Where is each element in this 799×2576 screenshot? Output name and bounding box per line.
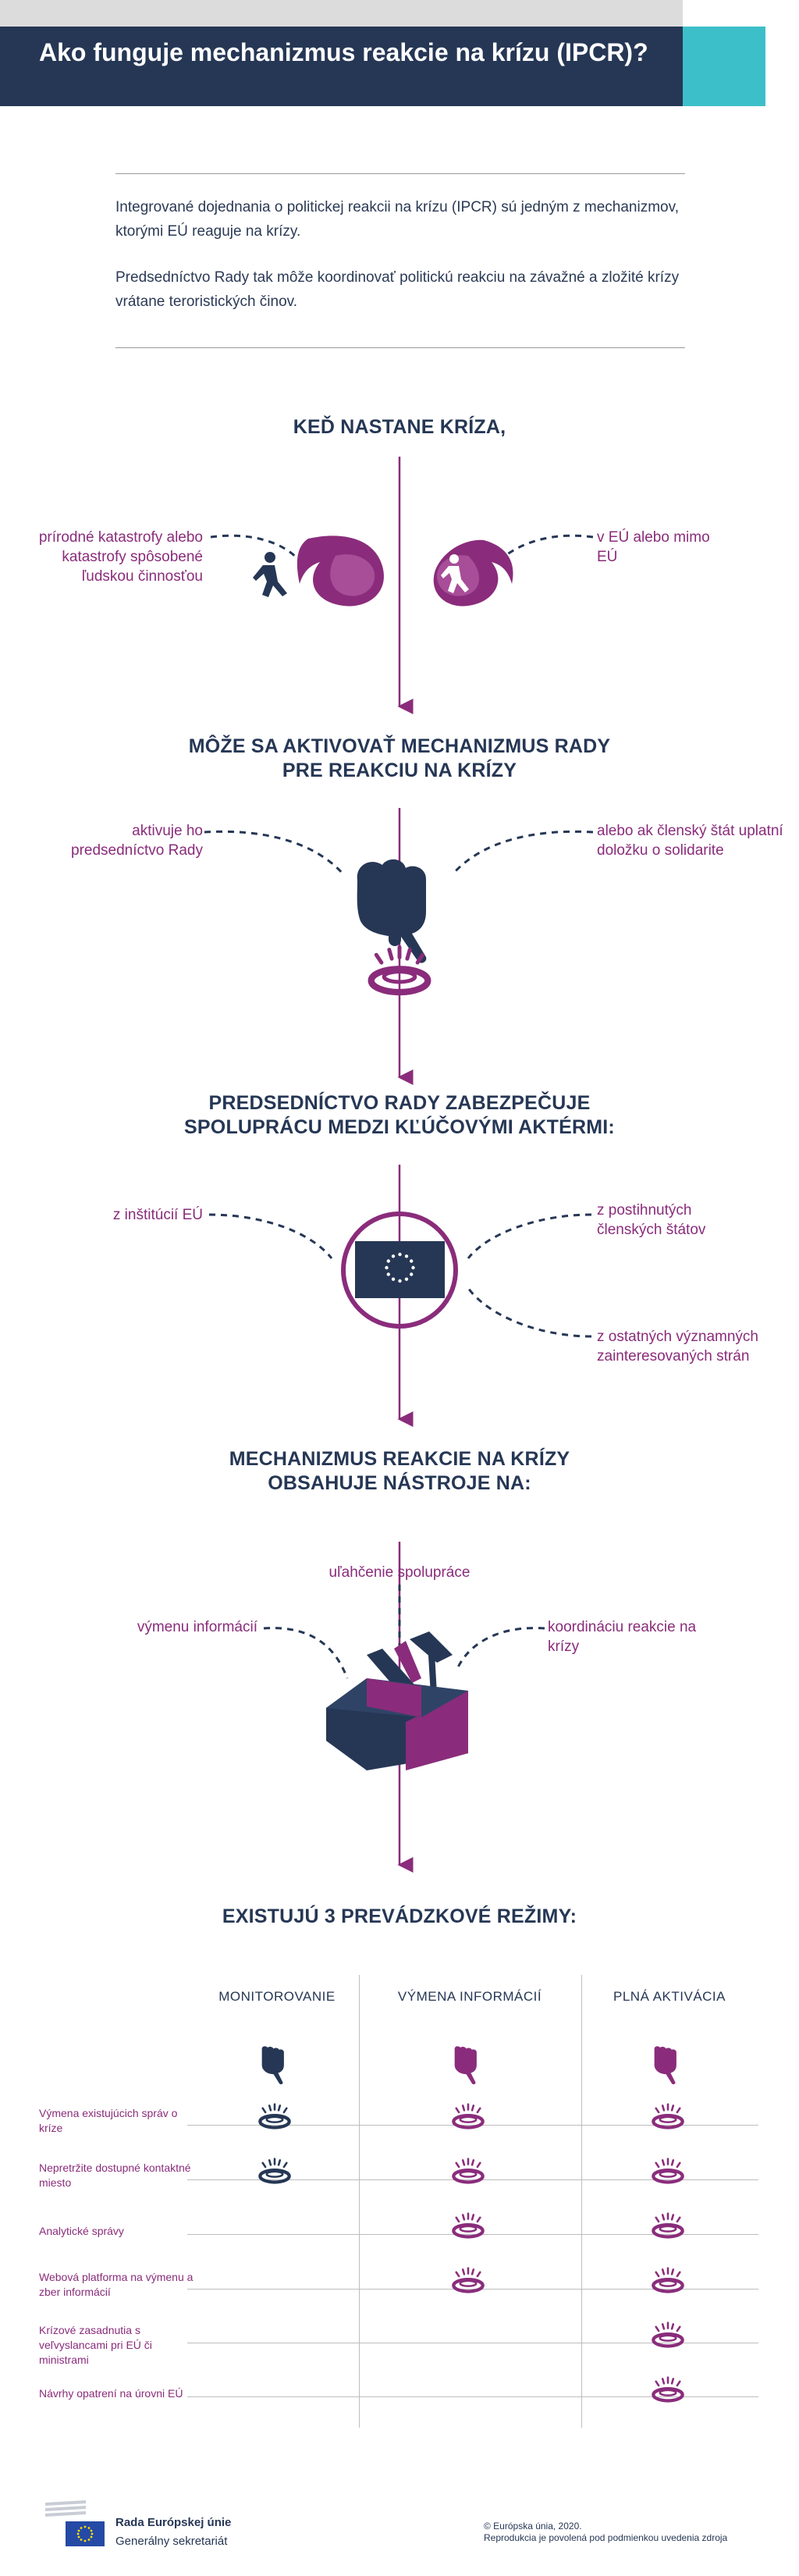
section-3-right-top-label: z postihnutých členských štátov (597, 1202, 706, 1238)
connector-coordination (455, 1627, 545, 1671)
section-4-heading-text: MECHANIZMUS REAKCIE NA KRÍZY OBSAHUJE NÁ… (229, 1448, 570, 1494)
footer-organization: Rada Európskej únie (115, 2516, 232, 2529)
mode-row-line-2 (187, 2179, 758, 2180)
section-2-right-label: alebo ak členský štát uplatní doložku o … (597, 823, 783, 859)
eu-flag-icon (355, 1241, 445, 1298)
mode-column-header-monitoring: MONITOROVANIE (218, 1989, 336, 2004)
section-3-right-bottom-label: z ostatných významných zainteresovaných … (597, 1329, 758, 1364)
mode-column-header-info-exchange: VÝMENA INFORMÁCIÍ (397, 1989, 542, 2004)
section-4-right-label: koordináciu reakcie na krízy (548, 1619, 697, 1655)
intro-top-rule (115, 173, 685, 174)
header-accent (683, 27, 765, 106)
eu-flag-stars (385, 1252, 415, 1283)
section-2-heading-text: MÔŽE SA AKTIVOVAŤ MECHANIZMUS RADY PRE R… (188, 735, 611, 781)
footer-subtitle: Generálny sekretariát (115, 2535, 228, 2548)
section-5-heading: EXISTUJÚ 3 PREVÁDZKOVÉ REŽIMY: (222, 1905, 577, 1927)
intro-paragraph-2: Predsedníctvo Rady tak môže koordinovať … (115, 269, 680, 310)
section-1-heading: KEĎ NASTANE KRÍZA, (293, 416, 506, 438)
mode-column-header-full-activation: PLNÁ AKTIVÁCIA (613, 1989, 726, 2004)
mode-mark-button-icon (453, 2105, 482, 2128)
mode-row-label-6: Návrhy opatrení na úrovni EÚ (39, 2387, 183, 2400)
connector-information (263, 1627, 349, 1679)
toolbox-icon (326, 1631, 468, 1770)
cooperation-circle (341, 1212, 458, 1329)
mode-row-label-1: Výmena existujúcich správ o kríze (39, 2107, 178, 2134)
section-1-left-label: prírodné katastrofy alebo katastrofy spô… (38, 529, 203, 585)
fire-runner-right-icon (433, 539, 513, 607)
section-4-left-label: výmenu informácií (137, 1619, 257, 1635)
mode-row-label-5: Krízové zasadnutia s veľvyslancami pri E… (39, 2324, 152, 2366)
header-banner (0, 27, 683, 106)
fire-runner-left-icon (253, 535, 384, 607)
mode-row-line-3 (187, 2234, 758, 2235)
section-2-heading: MÔŽE SA AKTIVOVAŤ MECHANIZMUS RADY PRE R… (0, 735, 799, 783)
mode-row-label-3: Analytické správy (39, 2225, 124, 2237)
council-logo-icon (45, 2500, 105, 2546)
pressing-hand-icon (357, 859, 427, 963)
mode-mark-button-icon (453, 2159, 482, 2183)
section-3-heading-text: PREDSEDNÍCTVO RADY ZABEZPEČUJE SPOLUPRÁC… (184, 1092, 615, 1138)
mode-row-label-2: Nepretržite dostupné kontaktné miesto (39, 2161, 191, 2189)
info-exchange-hand-icon (454, 2046, 477, 2085)
section-3-heading: PREDSEDNÍCTVO RADY ZABEZPEČUJE SPOLUPRÁC… (0, 1091, 799, 1140)
mode-mark-button-icon (653, 2159, 682, 2183)
mode-mark-button-icon (260, 2105, 289, 2128)
connector-disasters (210, 534, 302, 563)
section-3-left-label: z inštitúcií EÚ (112, 1207, 203, 1223)
intro-bottom-rule (115, 347, 685, 348)
header-top-strip (0, 0, 683, 27)
mode-mark-button-icon (653, 2323, 682, 2347)
mode-mark-button-icon (653, 2378, 682, 2401)
intro-paragraph-1: Integrované dojednania o politickej reak… (115, 199, 679, 240)
section-2-left-label: aktivuje ho predsedníctvo Rady (71, 823, 203, 859)
connector-affected-states (467, 1213, 592, 1259)
connector-presidency (204, 830, 345, 875)
mode-row-line-6 (187, 2396, 758, 2397)
mode-mark-button-icon (453, 2268, 482, 2292)
monitoring-hand-icon (261, 2046, 284, 2085)
mode-mark-button-icon (653, 2214, 682, 2237)
mode-mark-button-icon (453, 2214, 482, 2237)
mode-mark-button-icon (653, 2105, 682, 2128)
column-divider-2 (581, 1975, 582, 2428)
footer-copyright-line-1: © Európska únia, 2020. (484, 2521, 582, 2532)
mode-marks (260, 2105, 682, 2401)
full-activation-hand-icon (654, 2046, 676, 2085)
mode-mark-button-icon (653, 2268, 682, 2292)
connector-location (498, 534, 594, 562)
mode-row-line-4 (187, 2289, 758, 2290)
connector-eu-institutions (208, 1213, 333, 1259)
column-divider-1 (359, 1975, 360, 2428)
mode-mark-button-icon (260, 2159, 289, 2183)
footer-copyright-line-2: Reprodukcia je povolená pod podmienkou u… (484, 2532, 728, 2543)
mode-row-line-1 (187, 2125, 758, 2126)
connector-stakeholders (467, 1287, 592, 1338)
section-1-right-label: v EÚ alebo mimo EÚ (597, 529, 710, 565)
section-4-heading: MECHANIZMUS REAKCIE NA KRÍZY OBSAHUJE NÁ… (0, 1447, 799, 1496)
page-title: Ako funguje mechanizmus reakcie na krízu… (39, 38, 648, 66)
footer-copyright: © Európska únia, 2020. Reprodukcia je po… (484, 2521, 727, 2544)
connector-solidarity (451, 830, 594, 875)
mode-row-label-4: Webová platforma na výmenu a zber inform… (39, 2271, 194, 2298)
